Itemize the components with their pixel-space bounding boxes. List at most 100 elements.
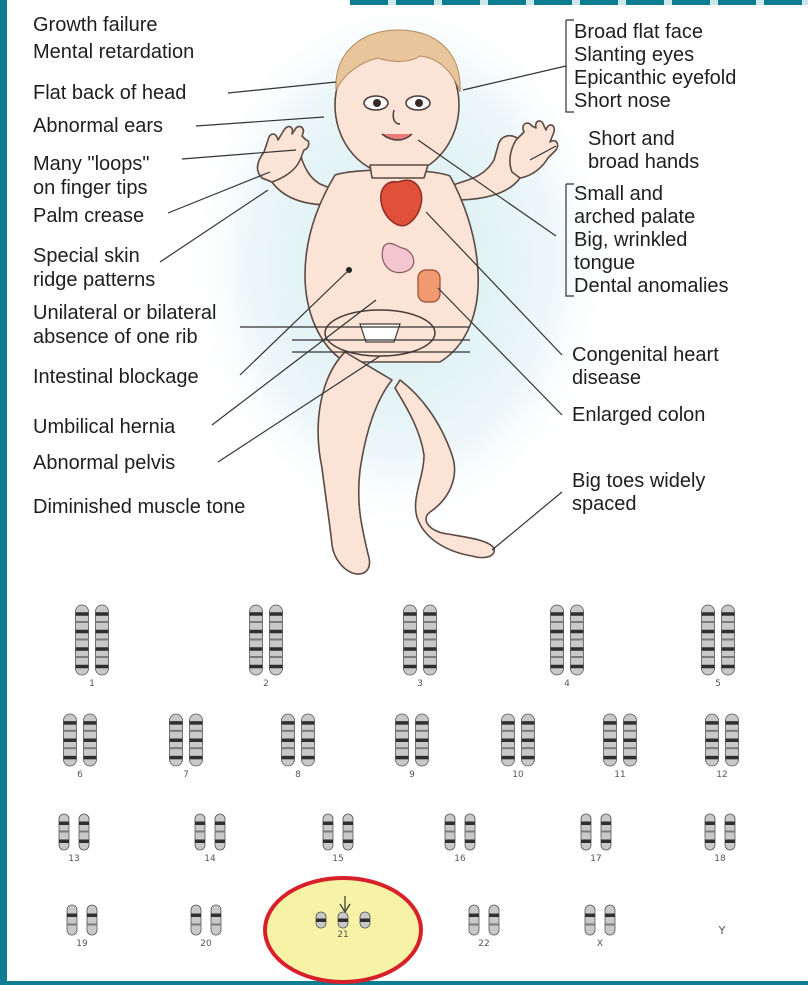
chromosome-label-4: 4 (564, 679, 570, 689)
chromosome-band (551, 612, 564, 616)
chromosome-band (469, 924, 479, 926)
chromosome-band (76, 621, 89, 623)
chromosome-band (96, 656, 109, 658)
chromosome-band (424, 612, 437, 616)
chromosome-band (64, 730, 77, 732)
chromosome-band (624, 756, 637, 760)
chromosome-band (585, 924, 595, 926)
chromosome-band (64, 721, 77, 725)
chromosome-band (702, 630, 715, 634)
chromosome-label-1: 1 (89, 679, 95, 689)
chromosome-band (396, 747, 409, 749)
chromosome-band (705, 822, 715, 826)
chromosome-pair-11 (604, 714, 637, 766)
chromosome-label-19: 19 (76, 939, 87, 949)
chromosome-band (445, 840, 455, 844)
chromosome-band (722, 639, 735, 641)
chromosome-band (250, 630, 263, 634)
chromosome-band (725, 840, 735, 844)
chromosome-band (722, 647, 735, 651)
chromosome-label-8: 8 (295, 770, 301, 780)
chromosome-pair-7 (170, 714, 203, 766)
chromosome-band (722, 621, 735, 623)
chromosome-band (585, 914, 595, 918)
chromosome-band (96, 612, 109, 616)
chromosome-pair-1 (76, 605, 109, 675)
chromosome-band (702, 639, 715, 641)
chromosome-band (571, 630, 584, 634)
chromosome-band (416, 747, 429, 749)
chromosome-band (706, 730, 719, 732)
chromosome-band (416, 721, 429, 725)
chromosome-band (604, 756, 617, 760)
chromosome-band (702, 647, 715, 651)
chromosome-band (250, 665, 263, 669)
chromosome-band (581, 840, 591, 844)
chromosome-band (250, 647, 263, 651)
chromosome-band (581, 822, 591, 826)
chromosome-label-6: 6 (77, 770, 83, 780)
chromosome-band (191, 924, 201, 926)
chromosome-band (250, 639, 263, 641)
chromosome-band (396, 730, 409, 732)
chromosome-band (270, 656, 283, 658)
chromosome-label-10: 10 (512, 770, 523, 780)
chromosome-pair-3 (404, 605, 437, 675)
chromosome-band (706, 739, 719, 743)
chromosome-label-11: 11 (614, 770, 625, 780)
chromosome-label-17: 17 (590, 854, 601, 864)
chromosome-band (502, 747, 515, 749)
chromosome-band (76, 665, 89, 669)
chromosome-band (571, 656, 584, 658)
chromosome-band (502, 721, 515, 725)
chromosome-band (702, 612, 715, 616)
chromosome-band (270, 639, 283, 641)
chromosome-label-y: Y (719, 924, 726, 937)
chromosome-band (59, 822, 69, 826)
chromosome-band (416, 756, 429, 760)
chromosome (87, 905, 97, 935)
chromosome (605, 905, 615, 935)
chromosome (585, 905, 595, 935)
chromosome-band (302, 747, 315, 749)
chromosome-band (282, 739, 295, 743)
chromosome-label-21: 21 (337, 930, 348, 940)
chromosome-band (360, 919, 370, 923)
chromosome-band (551, 647, 564, 651)
chromosome-band (702, 656, 715, 658)
chromosome (469, 905, 479, 935)
chromosome-band (726, 739, 739, 743)
chromosome-band (522, 721, 535, 725)
chromosome-band (59, 840, 69, 844)
chromosome-band (211, 914, 221, 918)
chromosome-band (76, 630, 89, 634)
chromosome-band (551, 621, 564, 623)
chromosome-band (170, 747, 183, 749)
chromosome-band (67, 924, 77, 926)
chromosome-band (726, 747, 739, 749)
chromosome-label-16: 16 (454, 854, 465, 864)
chromosome-pair-20 (191, 905, 221, 935)
chromosome-band (404, 647, 417, 651)
chromosome-pair-15 (323, 814, 353, 850)
chromosome-band (605, 914, 615, 918)
chromosome-band (489, 914, 499, 918)
chromosome-band (502, 756, 515, 760)
chromosome-band (726, 756, 739, 760)
chromosome-pair-8 (282, 714, 315, 766)
chromosome-band (84, 721, 97, 725)
chromosome-band (343, 822, 353, 826)
chromosome-band (522, 739, 535, 743)
chromosome-band (195, 822, 205, 826)
chromosome-band (96, 647, 109, 651)
chromosome-band (79, 822, 89, 826)
chromosome-band (79, 831, 89, 833)
chromosome (191, 905, 201, 935)
chromosome-band (404, 621, 417, 623)
chromosome-band (302, 721, 315, 725)
chromosome-band (338, 919, 348, 923)
chromosome-band (76, 639, 89, 641)
chromosome-band (551, 639, 564, 641)
chromosome-band (302, 756, 315, 760)
